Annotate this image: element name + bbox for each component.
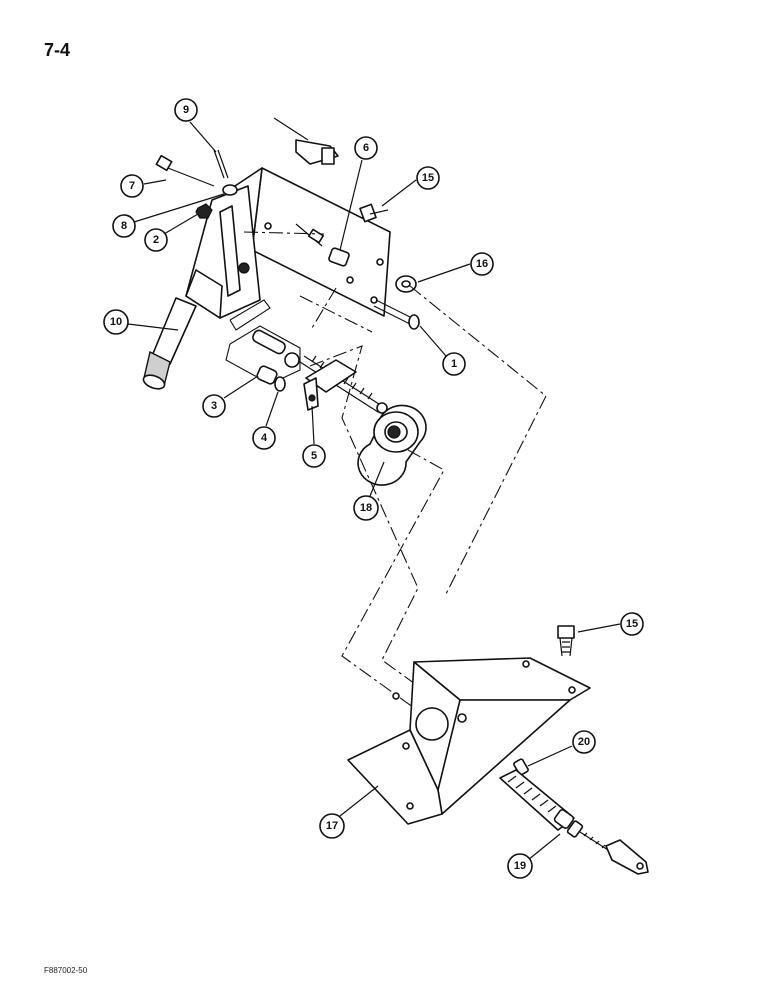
cotter-pin-9 xyxy=(213,149,229,179)
svg-text:15: 15 xyxy=(422,172,434,184)
svg-text:8: 8 xyxy=(121,220,127,232)
callout-15-lower: 15 xyxy=(577,612,644,636)
washer-8 xyxy=(222,184,238,196)
callout-16: 16 xyxy=(417,252,494,283)
mounting-bracket-17 xyxy=(347,657,591,825)
nut-2 xyxy=(195,203,213,219)
svg-text:15: 15 xyxy=(626,618,638,630)
bolt-1 xyxy=(373,299,420,330)
throttle-cable-19 xyxy=(499,758,649,875)
callout-7: 7 xyxy=(120,174,167,198)
callout-5: 5 xyxy=(302,405,326,468)
callout-15-upper: 15 xyxy=(381,166,440,207)
figure-code: F887002-50 xyxy=(44,966,88,975)
svg-text:7: 7 xyxy=(129,180,135,192)
svg-text:1: 1 xyxy=(451,358,457,370)
svg-text:20: 20 xyxy=(578,736,590,748)
lever-bracket xyxy=(185,167,391,319)
bushing-6 xyxy=(328,247,350,267)
svg-text:6: 6 xyxy=(363,142,369,154)
friction-disc-18 xyxy=(357,404,427,486)
svg-text:18: 18 xyxy=(360,502,372,514)
svg-text:3: 3 xyxy=(211,400,217,412)
callout-18: 18 xyxy=(353,461,385,521)
callout-4: 4 xyxy=(252,391,279,450)
lock-switch xyxy=(273,117,339,165)
washer-16 xyxy=(395,275,417,293)
bolt-15-lower xyxy=(557,625,575,657)
callout-9: 9 xyxy=(174,98,217,153)
svg-text:16: 16 xyxy=(476,258,488,270)
callout-3: 3 xyxy=(202,375,259,418)
callout-1: 1 xyxy=(419,325,466,376)
svg-text:17: 17 xyxy=(326,820,338,832)
callout-2: 2 xyxy=(144,213,199,252)
rod-assembly xyxy=(225,299,388,414)
page-number: 7-4 xyxy=(44,40,71,60)
callout-6: 6 xyxy=(339,136,378,251)
callout-19: 19 xyxy=(507,833,561,879)
svg-text:4: 4 xyxy=(261,432,268,444)
callout-17: 17 xyxy=(319,785,379,839)
svg-text:10: 10 xyxy=(110,316,122,328)
svg-text:19: 19 xyxy=(514,860,526,872)
svg-text:9: 9 xyxy=(183,104,189,116)
throttle-lever xyxy=(142,297,197,390)
callout-10: 10 xyxy=(103,309,179,335)
svg-text:2: 2 xyxy=(153,234,159,246)
bolt-7 xyxy=(155,154,215,187)
callout-8: 8 xyxy=(112,193,225,238)
svg-text:5: 5 xyxy=(311,450,317,462)
bolt-15-upper xyxy=(359,203,389,223)
callout-20: 20 xyxy=(527,730,596,767)
